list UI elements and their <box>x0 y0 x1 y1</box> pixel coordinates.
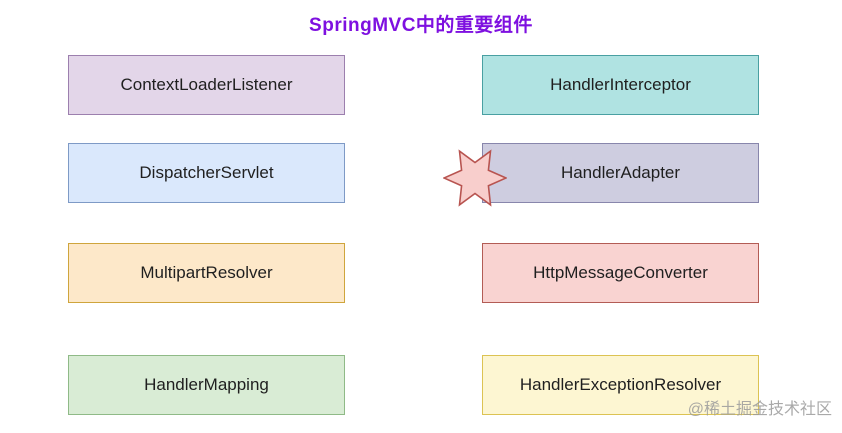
star-shape <box>443 149 507 207</box>
watermark: @稀土掘金技术社区 <box>687 401 832 418</box>
component-label: HandlerExceptionResolver <box>519 375 722 394</box>
component-label: HttpMessageConverter <box>533 263 708 282</box>
component-box-dispatcherservlet: DispatcherServlet <box>68 143 345 203</box>
component-label: HandlerInterceptor <box>550 75 691 94</box>
component-box-multipartresolver: MultipartResolver <box>68 243 345 303</box>
component-label: ContextLoaderListener <box>120 75 293 94</box>
component-box-handlerinterceptor: HandlerInterceptor <box>482 55 759 115</box>
component-box-handlermapping: HandlerMapping <box>68 355 345 415</box>
component-box-handleradapter: HandlerAdapter <box>482 143 759 203</box>
component-label: MultipartResolver <box>140 263 273 282</box>
component-box-httpmessageconverter: HttpMessageConverter <box>482 243 759 303</box>
component-label: HandlerMapping <box>144 375 269 394</box>
component-label: HandlerAdapter <box>560 163 681 182</box>
component-box-handlerexceptionresolver: HandlerExceptionResolver <box>482 355 759 415</box>
diagram-title: SpringMVC中的重要组件 <box>309 15 533 36</box>
six-pointed-star-icon <box>443 149 507 207</box>
component-label: DispatcherServlet <box>139 163 274 182</box>
component-box-contextloaderlistener: ContextLoaderListener <box>68 55 345 115</box>
